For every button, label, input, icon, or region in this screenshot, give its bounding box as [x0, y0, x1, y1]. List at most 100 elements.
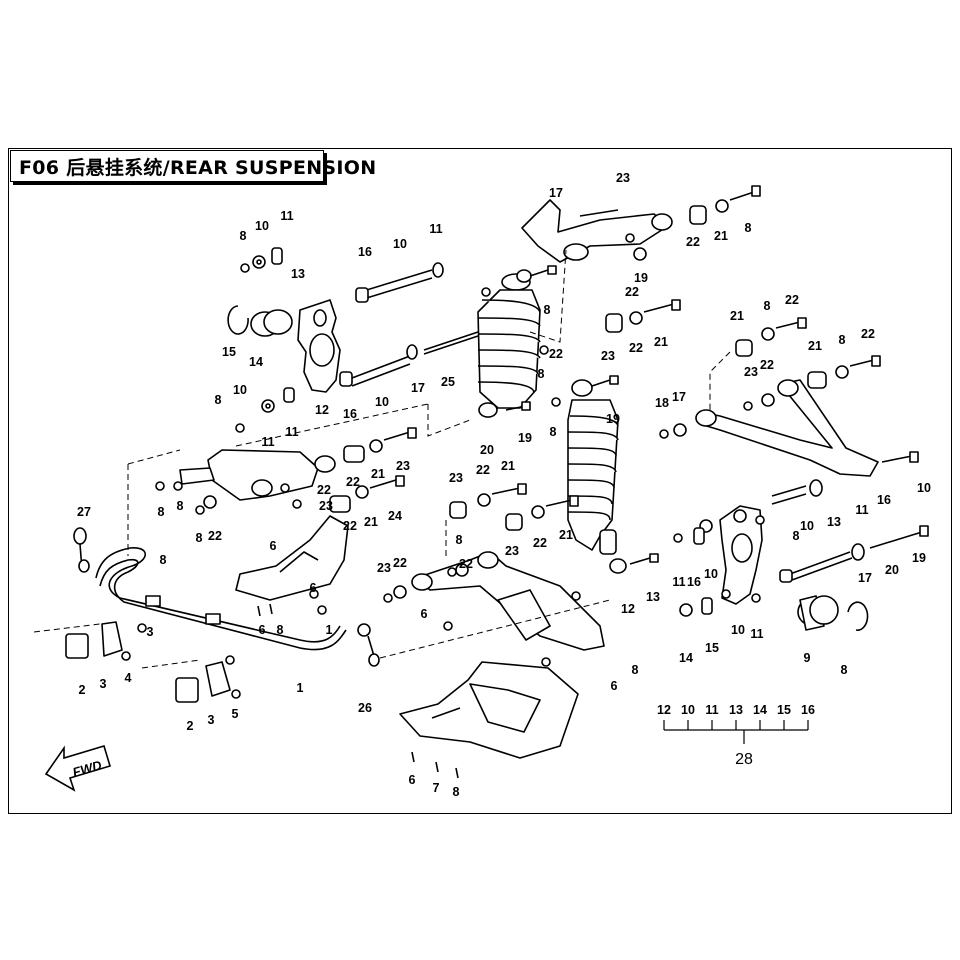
stabilizer-bushing-upper — [65, 621, 147, 661]
left-bushings-stack — [155, 427, 417, 515]
callout-8: 8 — [196, 531, 203, 545]
callout-11: 11 — [672, 575, 685, 589]
right-hub-knuckle — [719, 505, 763, 605]
callout-23: 23 — [601, 349, 615, 363]
callout-11: 11 — [261, 435, 274, 449]
callout-19: 19 — [912, 551, 926, 565]
callout-27: 27 — [77, 505, 91, 519]
callout-8: 8 — [544, 303, 551, 317]
diagram-title: F06 后悬挂系统/REAR SUSPENSION — [19, 156, 377, 179]
callout-10: 10 — [800, 519, 814, 533]
callout-16: 16 — [877, 493, 891, 507]
callout-21: 21 — [730, 309, 744, 323]
callout-12: 12 — [621, 602, 635, 616]
callout-11: 11 — [855, 503, 868, 517]
callout-8: 8 — [793, 529, 800, 543]
shock-absorber-right — [567, 379, 627, 574]
callout-11: 11 — [280, 209, 293, 223]
fwd-arrow-icon: FWD — [44, 745, 111, 792]
callout-21: 21 — [654, 335, 668, 349]
assembly-lines — [33, 249, 731, 669]
callout-3: 3 — [208, 713, 215, 727]
callout-13: 13 — [291, 267, 305, 281]
callout-10: 10 — [731, 623, 745, 637]
callout-8: 8 — [839, 333, 846, 347]
kit-member-15: 15 — [777, 703, 791, 717]
callout-4: 4 — [125, 671, 132, 685]
kit-member-10: 10 — [681, 703, 695, 717]
stabilizer-bar — [95, 547, 347, 651]
callout-22: 22 — [686, 235, 700, 249]
kit-bracket — [663, 720, 809, 744]
callout-11: 11 — [750, 627, 763, 641]
kit-member-14: 14 — [753, 703, 767, 717]
callout-8: 8 — [158, 505, 165, 519]
callout-8: 8 — [160, 553, 167, 567]
kit-member-12: 12 — [657, 703, 671, 717]
callout-10: 10 — [233, 383, 247, 397]
callout-26: 26 — [358, 701, 372, 715]
callout-22: 22 — [476, 463, 490, 477]
callout-8: 8 — [550, 425, 557, 439]
callout-6: 6 — [421, 607, 428, 621]
callout-8: 8 — [215, 393, 222, 407]
right-bearing — [797, 595, 839, 631]
callout-21: 21 — [714, 229, 728, 243]
callout-19: 19 — [634, 271, 648, 285]
callout-10: 10 — [917, 481, 931, 495]
callout-20: 20 — [885, 563, 899, 577]
callout-12: 12 — [315, 403, 329, 417]
callout-22: 22 — [629, 341, 643, 355]
diagram-frame — [8, 148, 952, 814]
callout-23: 23 — [616, 171, 630, 185]
callout-8: 8 — [745, 221, 752, 235]
callout-23: 23 — [396, 459, 410, 473]
callout-1: 1 — [326, 623, 333, 637]
callout-24: 24 — [388, 509, 402, 523]
callout-21: 21 — [364, 515, 378, 529]
callout-6: 6 — [409, 773, 416, 787]
callout-22: 22 — [346, 475, 360, 489]
kit-number: 28 — [735, 751, 753, 768]
right-circlip — [847, 601, 869, 631]
callout-9: 9 — [804, 651, 811, 665]
callout-25: 25 — [441, 375, 455, 389]
callout-19: 19 — [606, 412, 620, 426]
callout-16: 16 — [358, 245, 372, 259]
callout-23: 23 — [449, 471, 463, 485]
kit-member-13: 13 — [729, 703, 743, 717]
callout-1: 1 — [297, 681, 304, 695]
callout-22: 22 — [785, 293, 799, 307]
callout-23: 23 — [319, 499, 333, 513]
callout-22: 22 — [760, 358, 774, 372]
callout-11: 11 — [429, 222, 442, 236]
callout-22: 22 — [625, 285, 639, 299]
stabilizer-link-right — [357, 623, 380, 667]
left-pivot-bolts — [339, 262, 493, 387]
callout-7: 7 — [433, 781, 440, 795]
stabilizer-bushing-lower — [175, 655, 241, 703]
callout-8: 8 — [841, 663, 848, 677]
callout-16: 16 — [687, 575, 701, 589]
callout-6: 6 — [310, 581, 317, 595]
callout-8: 8 — [277, 623, 284, 637]
callout-8: 8 — [177, 499, 184, 513]
callout-14: 14 — [679, 651, 693, 665]
shock-absorber-left — [477, 269, 541, 418]
callout-22: 22 — [393, 556, 407, 570]
skid-plate-center — [399, 661, 579, 779]
callout-8: 8 — [453, 785, 460, 799]
callout-8: 8 — [632, 663, 639, 677]
callout-17: 17 — [672, 390, 686, 404]
shock-bolts — [481, 265, 659, 565]
callout-8: 8 — [456, 533, 463, 547]
upper-mount-bracket — [521, 185, 761, 333]
left-bearing — [250, 309, 293, 337]
callout-2: 2 — [79, 683, 86, 697]
callout-15: 15 — [222, 345, 236, 359]
callout-6: 6 — [259, 623, 266, 637]
callout-8: 8 — [764, 299, 771, 313]
left-hub-knuckle — [297, 299, 341, 393]
callout-2: 2 — [187, 719, 194, 733]
